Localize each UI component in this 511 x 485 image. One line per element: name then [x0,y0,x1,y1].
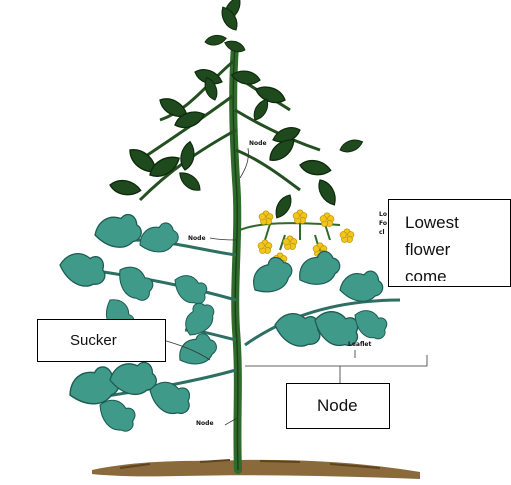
flower-cluster [240,210,354,267]
leaflet-label: Leaflet [348,341,371,348]
lowest-flower-text: Lowest flower come [405,209,510,281]
node-label-bottom: Node [196,420,214,427]
node-label-top: Node [249,140,267,147]
lowest-flower-line-2: flower [405,236,510,263]
cluster-label-line2: Fo [379,220,387,227]
lowest-flower-callout: Lowest flower come [388,199,511,287]
cluster-label-line1: Lo [379,211,387,218]
main-stem [233,45,238,470]
sucker-callout: Sucker [37,319,166,362]
cluster-label-line3: cl [379,229,385,236]
node-callout: Node [286,383,390,429]
lowest-flower-line-3: come [405,263,510,281]
node-label-left: Node [188,235,206,242]
lowest-flower-line-1: Lowest [405,209,510,236]
soil [92,460,420,479]
